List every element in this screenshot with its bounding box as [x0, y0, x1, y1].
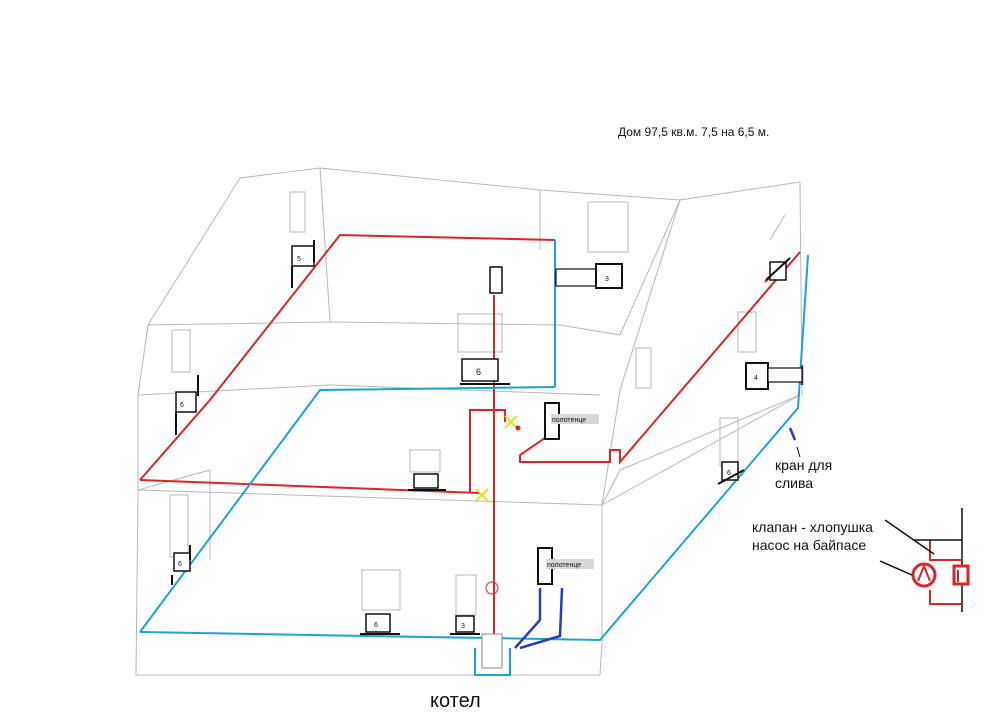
towel-dryer-lower: полотенце — [537, 547, 594, 585]
radiator-upper-left-back: 5 — [291, 240, 315, 288]
svg-text:6: 6 — [178, 561, 182, 568]
radiator-upper-left: 6 — [175, 375, 199, 435]
diagram-title: Дом 97,5 кв.м. 7,5 на 6,5 м. — [618, 125, 769, 139]
pump-symbol — [917, 563, 931, 582]
radiators: 5 3 6 6 4 6 — [171, 240, 803, 635]
svg-text:6: 6 — [476, 367, 481, 377]
bypass-label-line1: клапан - хлопушка — [752, 519, 873, 535]
check-valve-icon — [952, 564, 970, 586]
svg-text:6: 6 — [374, 622, 378, 629]
svg-text:6: 6 — [180, 402, 184, 409]
svg-text:3: 3 — [605, 276, 609, 283]
radiator-upper-center: 6 — [460, 266, 510, 385]
bypass-label-line2: насос на байпасе — [752, 537, 866, 553]
towel-label-upper: полотенце — [552, 417, 586, 424]
riser-circle-marker — [485, 581, 499, 595]
radiator-middle-floor — [408, 473, 446, 491]
boiler-label: котел — [430, 690, 481, 712]
boiler — [481, 633, 503, 669]
svg-text:5: 5 — [297, 256, 301, 263]
svg-text:3: 3 — [461, 623, 465, 630]
bypass-detail — [879, 508, 970, 612]
house-wireframe — [135, 167, 803, 676]
radiator-lower-right: 6 — [717, 461, 745, 485]
riser-dot-upper — [515, 425, 521, 431]
drain-valve-label-line2: слива — [775, 475, 813, 491]
radiator-lower-left: 6 — [171, 545, 191, 585]
svg-text:4: 4 — [754, 375, 758, 382]
radiator-right-wall: 4 — [745, 362, 803, 390]
supply-pipes — [139, 233, 801, 645]
radiator-upper-back-right: 3 — [555, 263, 623, 289]
radiator-lower-front-1: 6 — [360, 613, 400, 635]
return-dark-pipes — [514, 272, 804, 650]
radiator-upper-right-back — [765, 257, 791, 281]
towel-dryer-upper: полотенце — [544, 402, 599, 440]
radiator-lower-front-2: 3 — [450, 615, 480, 635]
return-pipes — [139, 240, 809, 676]
towel-label-lower: полотенце — [547, 562, 581, 569]
svg-text:6: 6 — [727, 470, 731, 477]
cross-marker-lower — [475, 488, 489, 502]
drain-valve-label-line1: кран для — [775, 457, 832, 473]
cross-marker-upper — [504, 415, 518, 429]
